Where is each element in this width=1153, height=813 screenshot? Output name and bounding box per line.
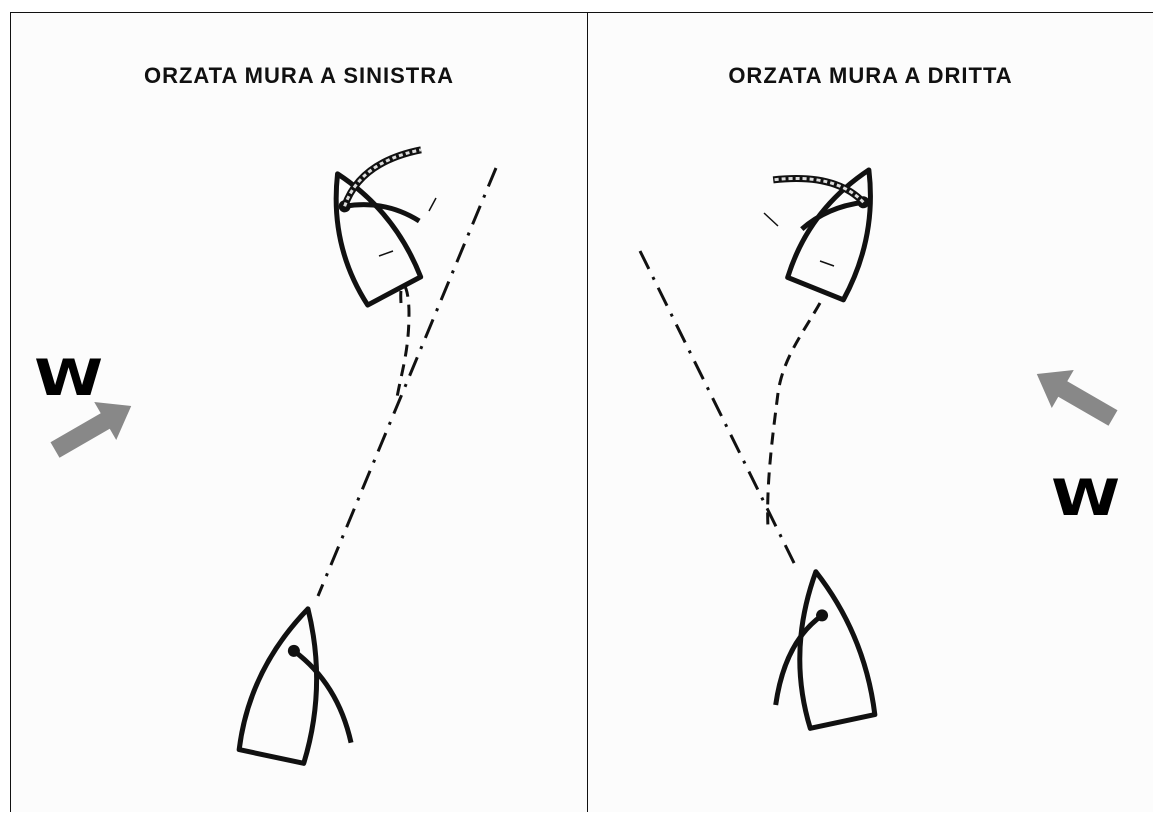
jib-upper-right-fill (773, 176, 865, 204)
hull-lower-right (797, 569, 878, 731)
wind-label-right: W (1051, 469, 1121, 527)
boat-track-right (766, 302, 822, 529)
panel-title-starboard-tack: ORZATA MURA A DRITTA (728, 63, 1013, 88)
starboard-tack-drawing (638, 167, 1118, 731)
wind-arrow-left (50, 401, 132, 458)
panel-title-port-tack: ORZATA MURA A SINISTRA (143, 63, 454, 88)
boat-lower-right (773, 569, 878, 731)
tell-tale-right-2 (819, 260, 835, 267)
boom-upper-left (344, 202, 421, 224)
course-line-left (316, 167, 498, 597)
wind-arrow-right (1036, 369, 1118, 426)
boat-upper-right (772, 167, 873, 303)
boom-upper-right (800, 199, 864, 232)
tell-tale-left-1 (428, 197, 437, 212)
hull-lower-left (236, 606, 320, 766)
wind-label-left: W (34, 349, 104, 407)
boat-lower-left (236, 606, 354, 766)
jib-upper-left-fill (343, 148, 422, 207)
course-line-right (638, 250, 800, 572)
hull-upper-left (333, 171, 424, 308)
hull-upper-right (785, 167, 873, 303)
panel-port-tack: ORZATA MURA A SINISTRA W (10, 12, 588, 812)
boat-upper-left (333, 146, 424, 308)
boom-lower-right (773, 613, 824, 706)
boat-track-left (394, 283, 411, 404)
port-tack-drawing (50, 146, 498, 766)
tell-tale-right-1 (763, 212, 779, 227)
tell-tale-left-2 (378, 250, 394, 257)
panel-starboard-tack: ORZATA MURA A DRITTA W (588, 12, 1153, 812)
boom-lower-left (292, 648, 354, 744)
